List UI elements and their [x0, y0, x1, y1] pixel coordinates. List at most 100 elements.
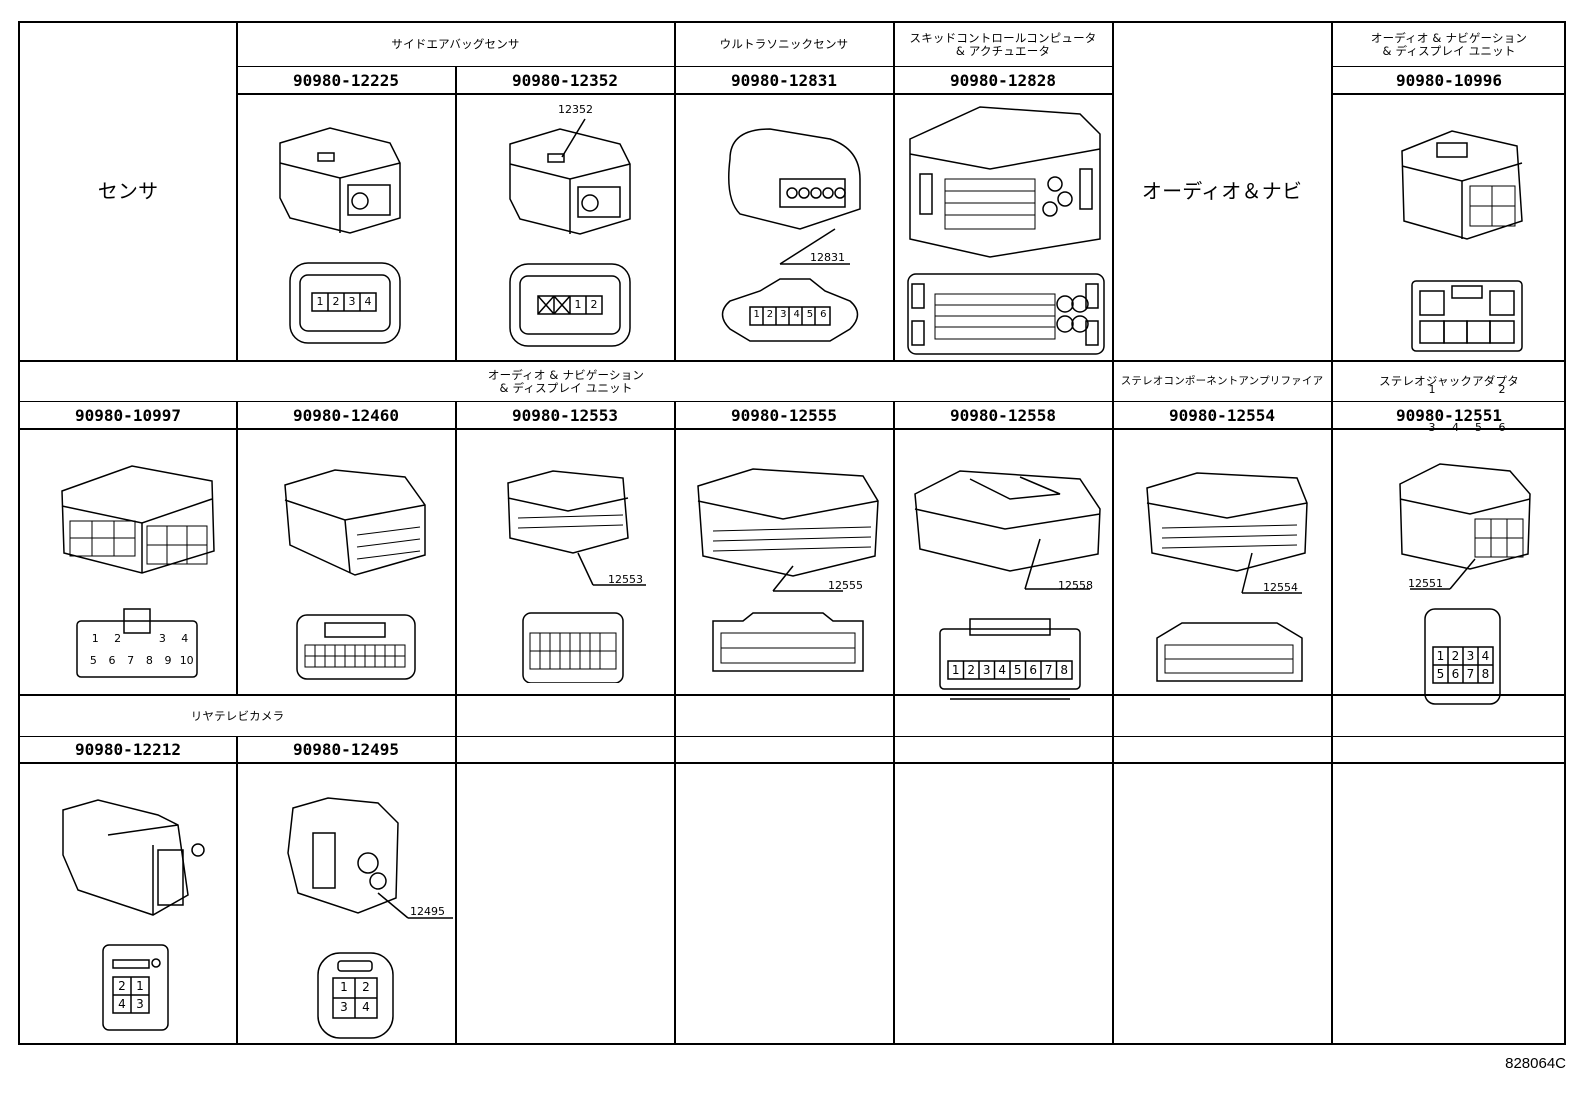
part-number: 90980-12558	[950, 405, 1056, 425]
connector-chart: センサ サイドエアバッグセンサ ウルトラソニックセンサ スキッドコントロールコン…	[18, 21, 1566, 1045]
section-label-audio-navi: オーディオ＆ナビ	[1141, 179, 1303, 203]
rule	[1331, 360, 1333, 401]
pin-number: 7	[1044, 663, 1053, 677]
part-number: 90980-10996	[1396, 70, 1502, 90]
part-number: 90980-12553	[512, 405, 618, 425]
rule	[1331, 401, 1333, 694]
pin-number: 3	[780, 309, 787, 320]
rule	[455, 694, 457, 1045]
rule	[893, 401, 895, 694]
pin-number: 4	[362, 1000, 370, 1014]
pin-number: 1	[753, 309, 760, 320]
figure-code: 828064C	[1505, 1055, 1566, 1072]
rule	[20, 694, 1566, 696]
pin-number: 4	[1481, 649, 1490, 663]
category-audio-display: オーディオ & ナビゲーション & ディスプレイ ユニット	[1370, 30, 1528, 58]
connector-illustration: 2 1 4 3	[58, 795, 218, 1035]
part-number: 90980-12828	[950, 70, 1056, 90]
rule	[20, 762, 1566, 764]
pin-number: 5	[1475, 421, 1482, 434]
rule	[1112, 360, 1114, 401]
rule	[20, 736, 1566, 737]
pin-number: 8	[1481, 667, 1490, 681]
part-number: 90980-12225	[293, 70, 399, 90]
rule	[1332, 93, 1566, 95]
rule	[455, 401, 457, 694]
connector-illustration: 12555	[693, 461, 883, 681]
pin-number: 2	[362, 980, 370, 994]
pin-number: 4	[998, 663, 1007, 677]
connector-illustration	[900, 99, 1110, 357]
connector-illustration: 12831 1 2 3 4 5 6	[710, 119, 870, 359]
pin-number: 2	[590, 298, 598, 311]
pin-number: 6	[1451, 667, 1460, 681]
pin-number: 4	[364, 295, 372, 308]
pin-number: 1	[316, 295, 324, 308]
rule	[674, 401, 676, 694]
connector-illustration: 12352 1 2	[490, 99, 640, 353]
category-ultrasonic: ウルトラソニックセンサ	[719, 37, 849, 51]
pin-number: 3	[348, 295, 356, 308]
rule	[20, 428, 1566, 430]
pin-number: 3	[158, 632, 166, 645]
pin-number: 2	[332, 295, 340, 308]
pin-number: 2	[118, 979, 126, 993]
rule	[674, 694, 676, 1045]
rule	[20, 360, 1566, 362]
rule	[893, 23, 895, 360]
callout-label: 12352	[558, 103, 593, 116]
callout-label: 12495	[410, 905, 445, 918]
pin-number: 2	[1451, 649, 1460, 663]
pin-number: 6	[108, 654, 116, 667]
callout-label: 12553	[608, 573, 643, 586]
pin-number: 5	[1013, 663, 1022, 677]
part-number: 90980-12831	[731, 70, 837, 90]
callout-label: 12558	[1058, 579, 1093, 592]
rule	[1331, 694, 1333, 1045]
callout-label: 12555	[828, 579, 863, 592]
pin-number: 3	[340, 1000, 348, 1014]
pin-number: 2	[114, 632, 122, 645]
part-number: 90980-12495	[293, 740, 399, 759]
part-number: 90980-10997	[75, 405, 181, 425]
pin-number: 3	[1428, 421, 1436, 434]
callout-label: 12831	[810, 251, 845, 264]
rule	[1331, 23, 1333, 360]
category-stereo-amp: ステレオコンポーネントアンプリファイア	[1120, 375, 1324, 387]
category-audio-display: オーディオ & ナビゲーション & ディスプレイ ユニット	[487, 367, 645, 395]
category-stereo-jack: ステレオジャックアダプタ	[1379, 374, 1519, 388]
pin-number: 1	[1436, 649, 1445, 663]
pin-number: 1	[136, 979, 144, 993]
pin-number: 3	[1466, 649, 1475, 663]
category-side-airbag: サイドエアバッグセンサ	[391, 37, 520, 51]
rule	[20, 401, 1566, 402]
pin-number: 1	[574, 298, 582, 311]
pin-number: 2	[766, 309, 774, 320]
connector-illustration: 12558 1 2 3 4 5 6 7 8	[910, 459, 1110, 711]
connector-illustration: 12553	[498, 463, 648, 683]
pin-number: 9	[164, 654, 172, 667]
pin-number: 2	[967, 663, 976, 677]
pin-number: 6	[1029, 663, 1038, 677]
callout-label: 12554	[1263, 581, 1298, 594]
connector-illustration: 1 2 3 4 5 6	[1392, 121, 1532, 434]
pin-number: 8	[145, 654, 153, 667]
rule	[236, 23, 238, 360]
category-skid-control: スキッドコントロールコンピュータ & アクチュエータ	[909, 30, 1097, 58]
pin-number: 1	[1428, 383, 1436, 396]
pin-number: 6	[1498, 421, 1506, 434]
connector-illustration: 1 2 3 4	[270, 123, 420, 353]
pin-number: 6	[820, 309, 827, 320]
part-number: 90980-12352	[512, 70, 618, 90]
callout-label: 12551	[1408, 577, 1443, 590]
pin-number: 4	[118, 997, 126, 1011]
section-label-sensor: センサ	[97, 179, 159, 203]
pin-number: 4	[181, 632, 189, 645]
pin-number: 8	[1060, 663, 1069, 677]
pin-number: 1	[91, 632, 99, 645]
pin-number: 7	[1466, 667, 1475, 681]
connector-illustration: 12551 1 2 3 4 5 6 7 8	[1390, 459, 1540, 709]
rule	[236, 401, 238, 694]
pin-number: 10	[179, 654, 194, 667]
connector-illustration: 1 2 3 4 5 6 7 8 9 10	[52, 461, 222, 681]
